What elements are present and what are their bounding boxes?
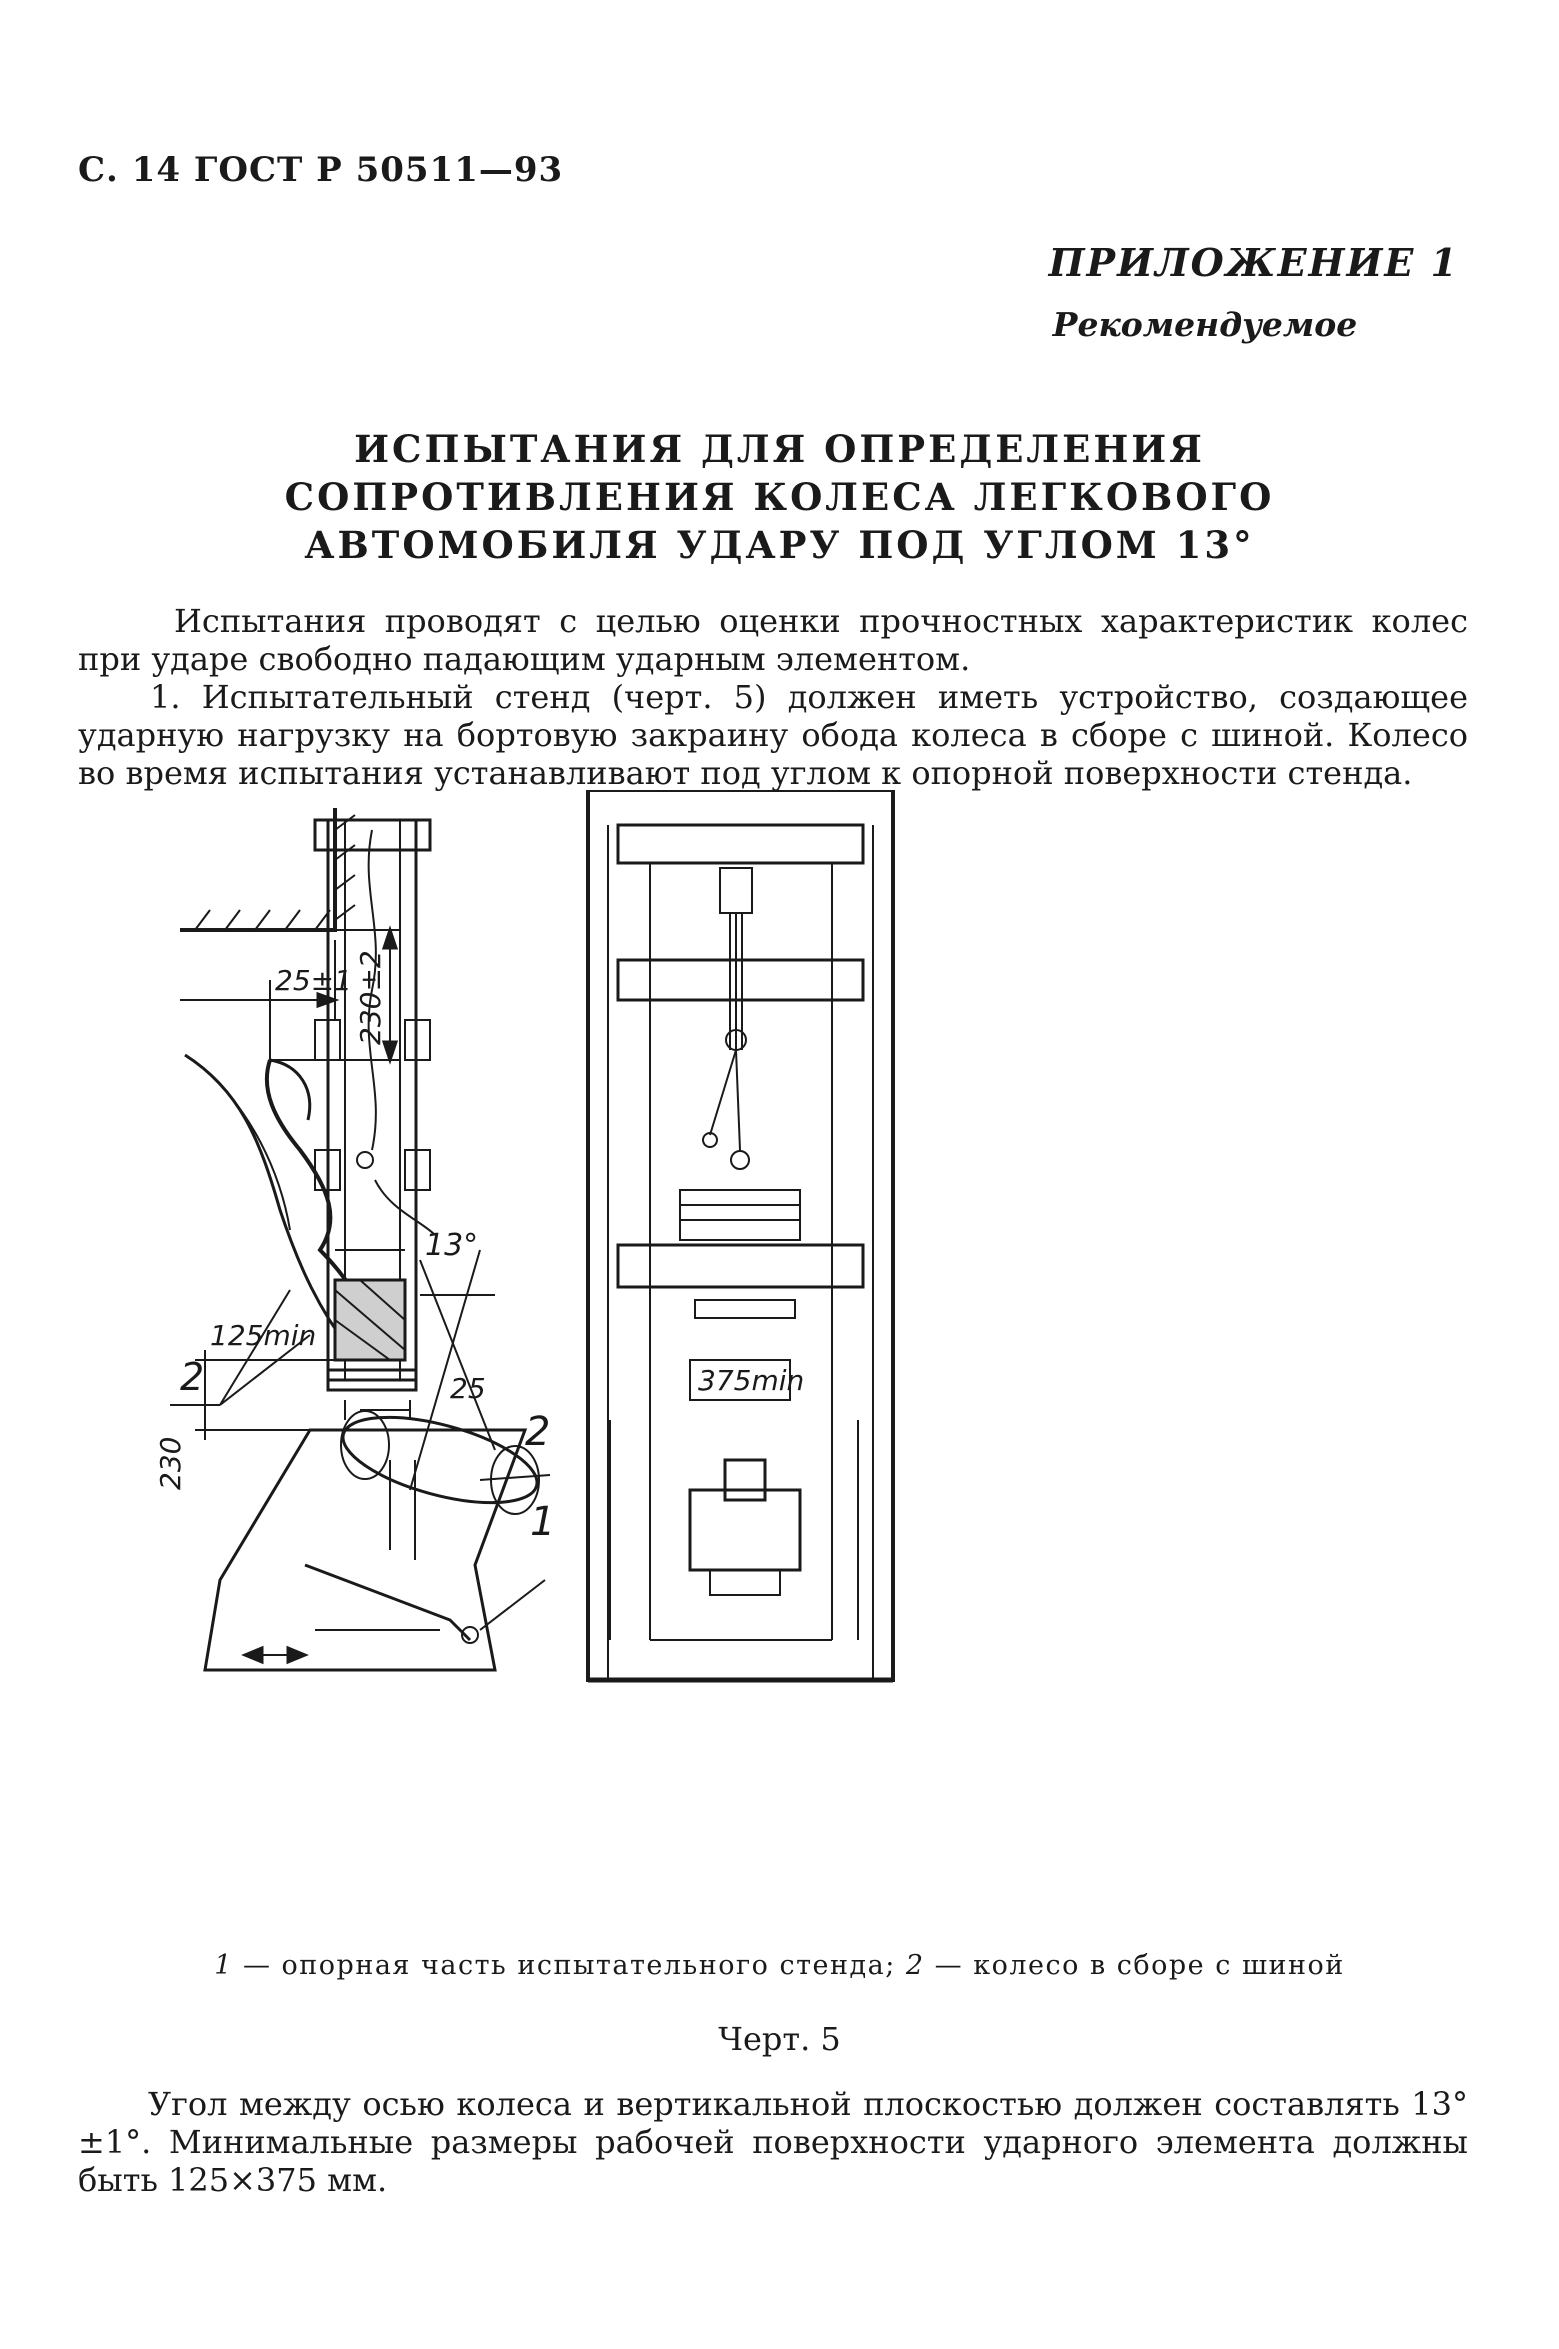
test-stand-drawing: 25±1 230±2 2 [154,790,895,1683]
dim-25-label: 25±1 [275,964,352,997]
side-view [195,818,551,1672]
detail-label-2: 2 [180,1355,204,1399]
dim-230b-label: 230 [154,1437,187,1490]
caption-text-2: — колесо в сборе с шиной [924,1950,1345,1981]
side-view-labels: 13° 125min 25 230 2 1 [154,1228,555,1545]
caption-num-1: 1 [214,1950,233,1981]
caption-text-1: — опорная часть испытательного стенда; [232,1950,906,1981]
detail-view [170,808,400,1406]
front-view-labels: 375min [698,1364,804,1397]
min-375-label: 375min [698,1364,804,1397]
section-title: ИСПЫТАНИЯ ДЛЯ ОПРЕДЕЛЕНИЯ СОПРОТИВЛЕНИЯ … [0,425,1559,569]
figure-caption: 1 — опорная часть испытательного стенда;… [0,1950,1559,1981]
item1-paragraph: 1. Испытательный стенд (черт. 5) должен … [78,678,1468,792]
appendix-block: ПРИЛОЖЕНИЕ 1 Рекомендуемое [1049,240,1459,344]
appendix-label: ПРИЛОЖЕНИЕ 1 [1048,240,1459,285]
min-125-label: 125min [210,1319,316,1352]
title-line: АВТОМОБИЛЯ УДАРУ ПОД УГЛОМ 13° [304,523,1255,567]
page-header: С. 14 ГОСТ Р 50511—93 [78,150,564,190]
wheel-label: 2 [525,1409,550,1455]
intro-paragraph: Испытания проводят с целью оценки прочно… [78,602,1468,678]
appendix-status: Рекомендуемое [1052,305,1358,344]
title-line: СОПРОТИВЛЕНИЯ КОЛЕСА ЛЕГКОВОГО [284,475,1275,519]
front-view [586,790,895,1683]
closing-paragraph: Угол между осью колеса и вертикальной пл… [78,2085,1468,2199]
support-label: 1 [530,1499,555,1545]
dim-25b-label: 25 [450,1372,486,1405]
angle-label: 13° [425,1228,478,1263]
figure-number: Черт. 5 [718,2020,841,2058]
caption-num-2: 2 [905,1950,925,1981]
title-line: ИСПЫТАНИЯ ДЛЯ ОПРЕДЕЛЕНИЯ [354,427,1205,471]
